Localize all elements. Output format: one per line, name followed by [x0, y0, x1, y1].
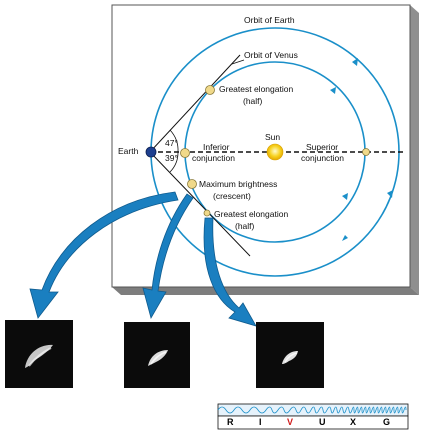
sun: [266, 143, 284, 161]
venus-greatest-elongation-top: [205, 85, 215, 95]
label-greatest-elongation-bottom: Greatest elongation: [214, 209, 289, 219]
angle-arc-bottom: [169, 151, 179, 173]
leader-orbit-venus: [231, 59, 245, 65]
label-inferior: Inferior: [203, 142, 230, 152]
venus-positions: [180, 85, 370, 217]
venus-photo-gibbous: [5, 320, 73, 388]
label-max-brightness: Maximum brightness: [199, 179, 278, 189]
label-superior-conjunction: conjunction: [301, 153, 345, 163]
sight-line-upper: [149, 54, 241, 153]
spectrum-letter-u: U: [319, 417, 326, 427]
label-greatest-elongation-top-half: (half): [243, 96, 263, 106]
angle-arc-top: [169, 129, 179, 153]
spectrum-letter-r: R: [227, 417, 234, 427]
label-angle-47: 47°: [165, 138, 178, 148]
venus-superior-conjunction: [362, 148, 370, 156]
label-angle-39: 39°: [165, 153, 178, 163]
curved-arrows: [29, 191, 257, 327]
venus-inferior-conjunction: [180, 148, 190, 158]
label-sun: Sun: [265, 132, 281, 142]
earth: [145, 146, 157, 158]
panel: [111, 4, 419, 295]
orbit-arrowheads: [330, 58, 393, 241]
spectrum-letter-x: X: [350, 417, 357, 427]
label-inferior-conjunction: conjunction: [192, 153, 236, 163]
label-superior: Superior: [306, 142, 339, 152]
spectrum-letter-g: G: [383, 417, 391, 427]
label-orbit-earth: Orbit of Earth: [244, 15, 295, 25]
label-max-brightness-crescent: (crescent): [213, 191, 251, 201]
spectrum-letter-i: I: [259, 417, 262, 427]
label-earth: Earth: [118, 146, 139, 156]
label-orbit-venus: Orbit of Venus: [244, 50, 298, 60]
label-greatest-elongation-top: Greatest elongation: [219, 84, 294, 94]
venus-greatest-elongation-bottom: [203, 209, 211, 217]
spectrum-bar: [217, 403, 409, 430]
sight-line-lower: [149, 151, 251, 257]
venus-photo-half: [124, 322, 190, 388]
label-greatest-elongation-bottom-half: (half): [235, 221, 255, 231]
venus-photo-crescent: [256, 322, 324, 388]
venus-max-brightness: [187, 179, 197, 189]
spectrum-letter-v: V: [287, 417, 294, 427]
